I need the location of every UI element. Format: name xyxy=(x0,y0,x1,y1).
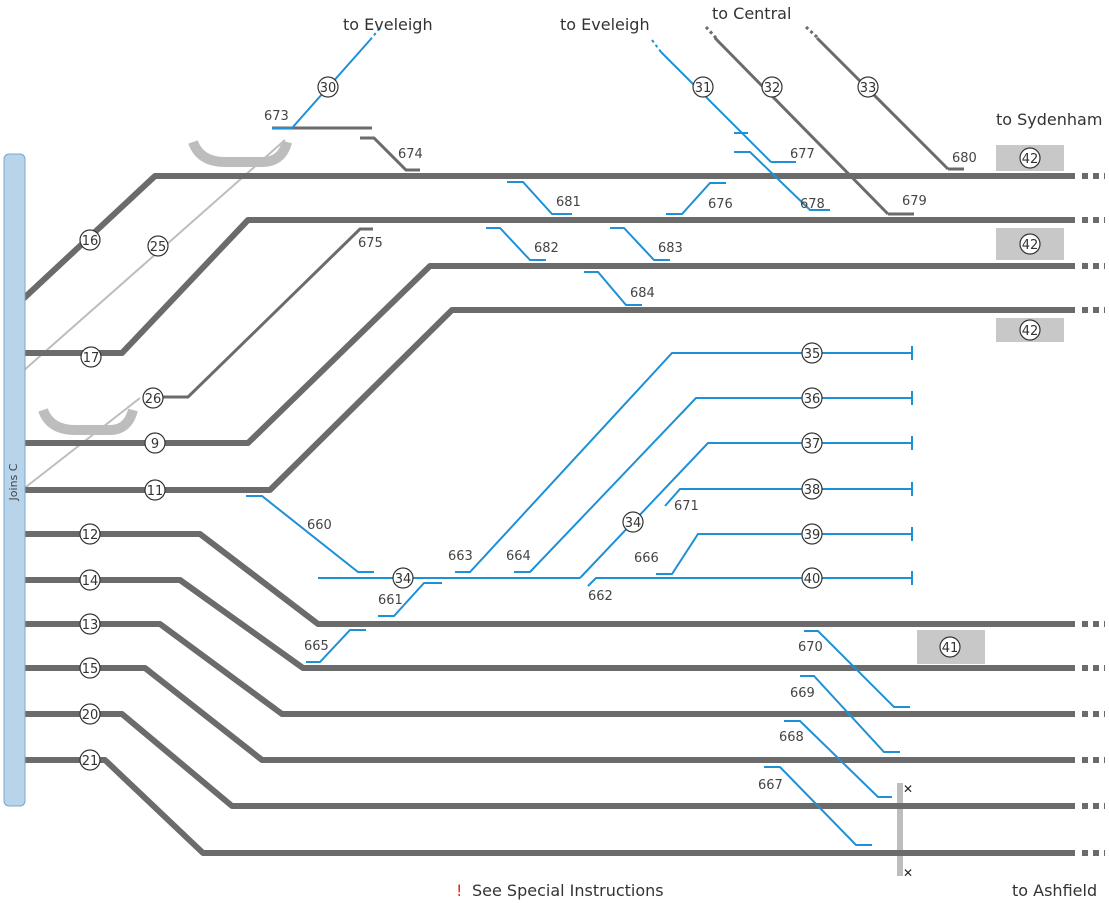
route-circle-39: 39 xyxy=(801,523,823,545)
point-label: 684 xyxy=(630,286,655,301)
svg-text:36: 36 xyxy=(804,392,821,407)
svg-text:9: 9 xyxy=(151,437,159,452)
point-label: 665 xyxy=(304,639,329,654)
point-label: 662 xyxy=(588,589,613,604)
point-label: 661 xyxy=(378,593,403,608)
point-label: 666 xyxy=(634,551,659,566)
route-circle-34-upper: 34 xyxy=(622,511,644,533)
svg-text:16: 16 xyxy=(82,234,99,249)
route-circle-37: 37 xyxy=(801,432,823,454)
label-to-eveleigh-2: to Eveleigh xyxy=(560,15,650,34)
label-to-central: to Central xyxy=(712,4,791,23)
label-to-ashfield: to Ashfield xyxy=(1012,881,1097,900)
svg-text:20: 20 xyxy=(82,708,99,723)
point-label: 660 xyxy=(307,518,332,533)
buffer-end-cross-icon: ✕ xyxy=(903,866,913,880)
svg-text:35: 35 xyxy=(804,347,821,362)
point-label: 682 xyxy=(534,241,559,256)
route-circle-26: 26 xyxy=(142,387,164,409)
route-circle-14: 14 xyxy=(79,569,101,591)
svg-text:21: 21 xyxy=(82,754,99,769)
joins-c-bar xyxy=(3,153,26,807)
point-label: 667 xyxy=(758,778,783,793)
route-circle-9: 9 xyxy=(144,432,166,454)
point-label: 669 xyxy=(790,686,815,701)
route-circle-17: 17 xyxy=(80,346,102,368)
svg-text:42: 42 xyxy=(1022,324,1039,339)
route-circle-42-mid: 42 xyxy=(1019,233,1041,255)
svg-text:12: 12 xyxy=(82,528,99,543)
point-label: 670 xyxy=(798,640,823,655)
route-circle-32: 32 xyxy=(761,76,783,98)
special-instructions-note: See Special Instructions xyxy=(472,881,664,900)
route-circle-33: 33 xyxy=(857,76,879,98)
svg-text:37: 37 xyxy=(804,437,821,452)
trap-siding-mid xyxy=(38,408,138,435)
point-label: 673 xyxy=(264,109,289,124)
svg-text:15: 15 xyxy=(82,662,99,677)
label-to-eveleigh-1: to Eveleigh xyxy=(343,15,433,34)
point-label: 668 xyxy=(779,730,804,745)
svg-text:38: 38 xyxy=(804,483,821,498)
svg-text:11: 11 xyxy=(147,484,164,499)
route-circle-35: 35 xyxy=(801,342,823,364)
point-label: 680 xyxy=(952,151,977,166)
route-circle-38: 38 xyxy=(801,478,823,500)
svg-text:13: 13 xyxy=(82,618,99,633)
svg-text:14: 14 xyxy=(82,574,99,589)
point-label: 674 xyxy=(398,147,423,162)
route-circle-42-top: 42 xyxy=(1019,147,1041,169)
svg-text:17: 17 xyxy=(83,351,100,366)
svg-text:25: 25 xyxy=(150,240,167,255)
route-circle-21: 21 xyxy=(79,749,101,771)
point-label: 663 xyxy=(448,549,473,564)
point-label: 681 xyxy=(556,195,581,210)
svg-text:40: 40 xyxy=(804,572,821,587)
point-label: 664 xyxy=(506,549,531,564)
route-circle-34-lower: 34 xyxy=(392,567,414,589)
route-circle-13: 13 xyxy=(79,613,101,635)
svg-text:42: 42 xyxy=(1022,152,1039,167)
route-circle-20: 20 xyxy=(79,703,101,725)
route-circle-16: 16 xyxy=(79,229,101,251)
svg-text:26: 26 xyxy=(145,392,162,407)
point-label: 683 xyxy=(658,241,683,256)
svg-text:34: 34 xyxy=(625,516,642,531)
point-label: 679 xyxy=(902,194,927,209)
joins-c-label: Joins C xyxy=(7,463,20,501)
route-circle-30: 30 xyxy=(317,76,339,98)
warning-icon: ! xyxy=(456,881,462,900)
route-circle-31: 31 xyxy=(692,76,714,98)
svg-text:31: 31 xyxy=(695,81,712,96)
secondary-tracks xyxy=(162,25,964,399)
main-tracks xyxy=(19,173,1105,856)
point-label: 675 xyxy=(358,236,383,251)
svg-text:32: 32 xyxy=(764,81,781,96)
route-circle-42-low: 42 xyxy=(1019,319,1041,341)
route-circle-41: 41 xyxy=(939,636,961,658)
buffer-end-cross-icon: ✕ xyxy=(903,782,913,796)
label-to-sydenham: to Sydenham xyxy=(996,110,1102,129)
route-circle-11: 11 xyxy=(144,479,166,501)
svg-text:41: 41 xyxy=(942,641,959,656)
svg-text:39: 39 xyxy=(804,528,821,543)
point-label: 678 xyxy=(800,197,825,212)
route-circle-25: 25 xyxy=(147,235,169,257)
svg-text:34: 34 xyxy=(395,572,412,587)
route-circle-15: 15 xyxy=(79,657,101,679)
point-label: 677 xyxy=(790,147,815,162)
route-circle-36: 36 xyxy=(801,387,823,409)
route-circles: 30 31 32 33 16 25 17 26 9 11 12 14 13 15… xyxy=(79,76,1041,771)
route-circle-12: 12 xyxy=(79,523,101,545)
point-label: 676 xyxy=(708,197,733,212)
route-circle-40: 40 xyxy=(801,567,823,589)
svg-text:42: 42 xyxy=(1022,238,1039,253)
svg-text:33: 33 xyxy=(860,81,877,96)
point-label: 671 xyxy=(674,499,699,514)
trap-siding-top xyxy=(188,140,292,167)
track-ends xyxy=(1082,173,1105,856)
point-labels: 673 674 675 676 677 678 679 680 681 682 … xyxy=(264,109,977,793)
svg-text:30: 30 xyxy=(320,81,337,96)
